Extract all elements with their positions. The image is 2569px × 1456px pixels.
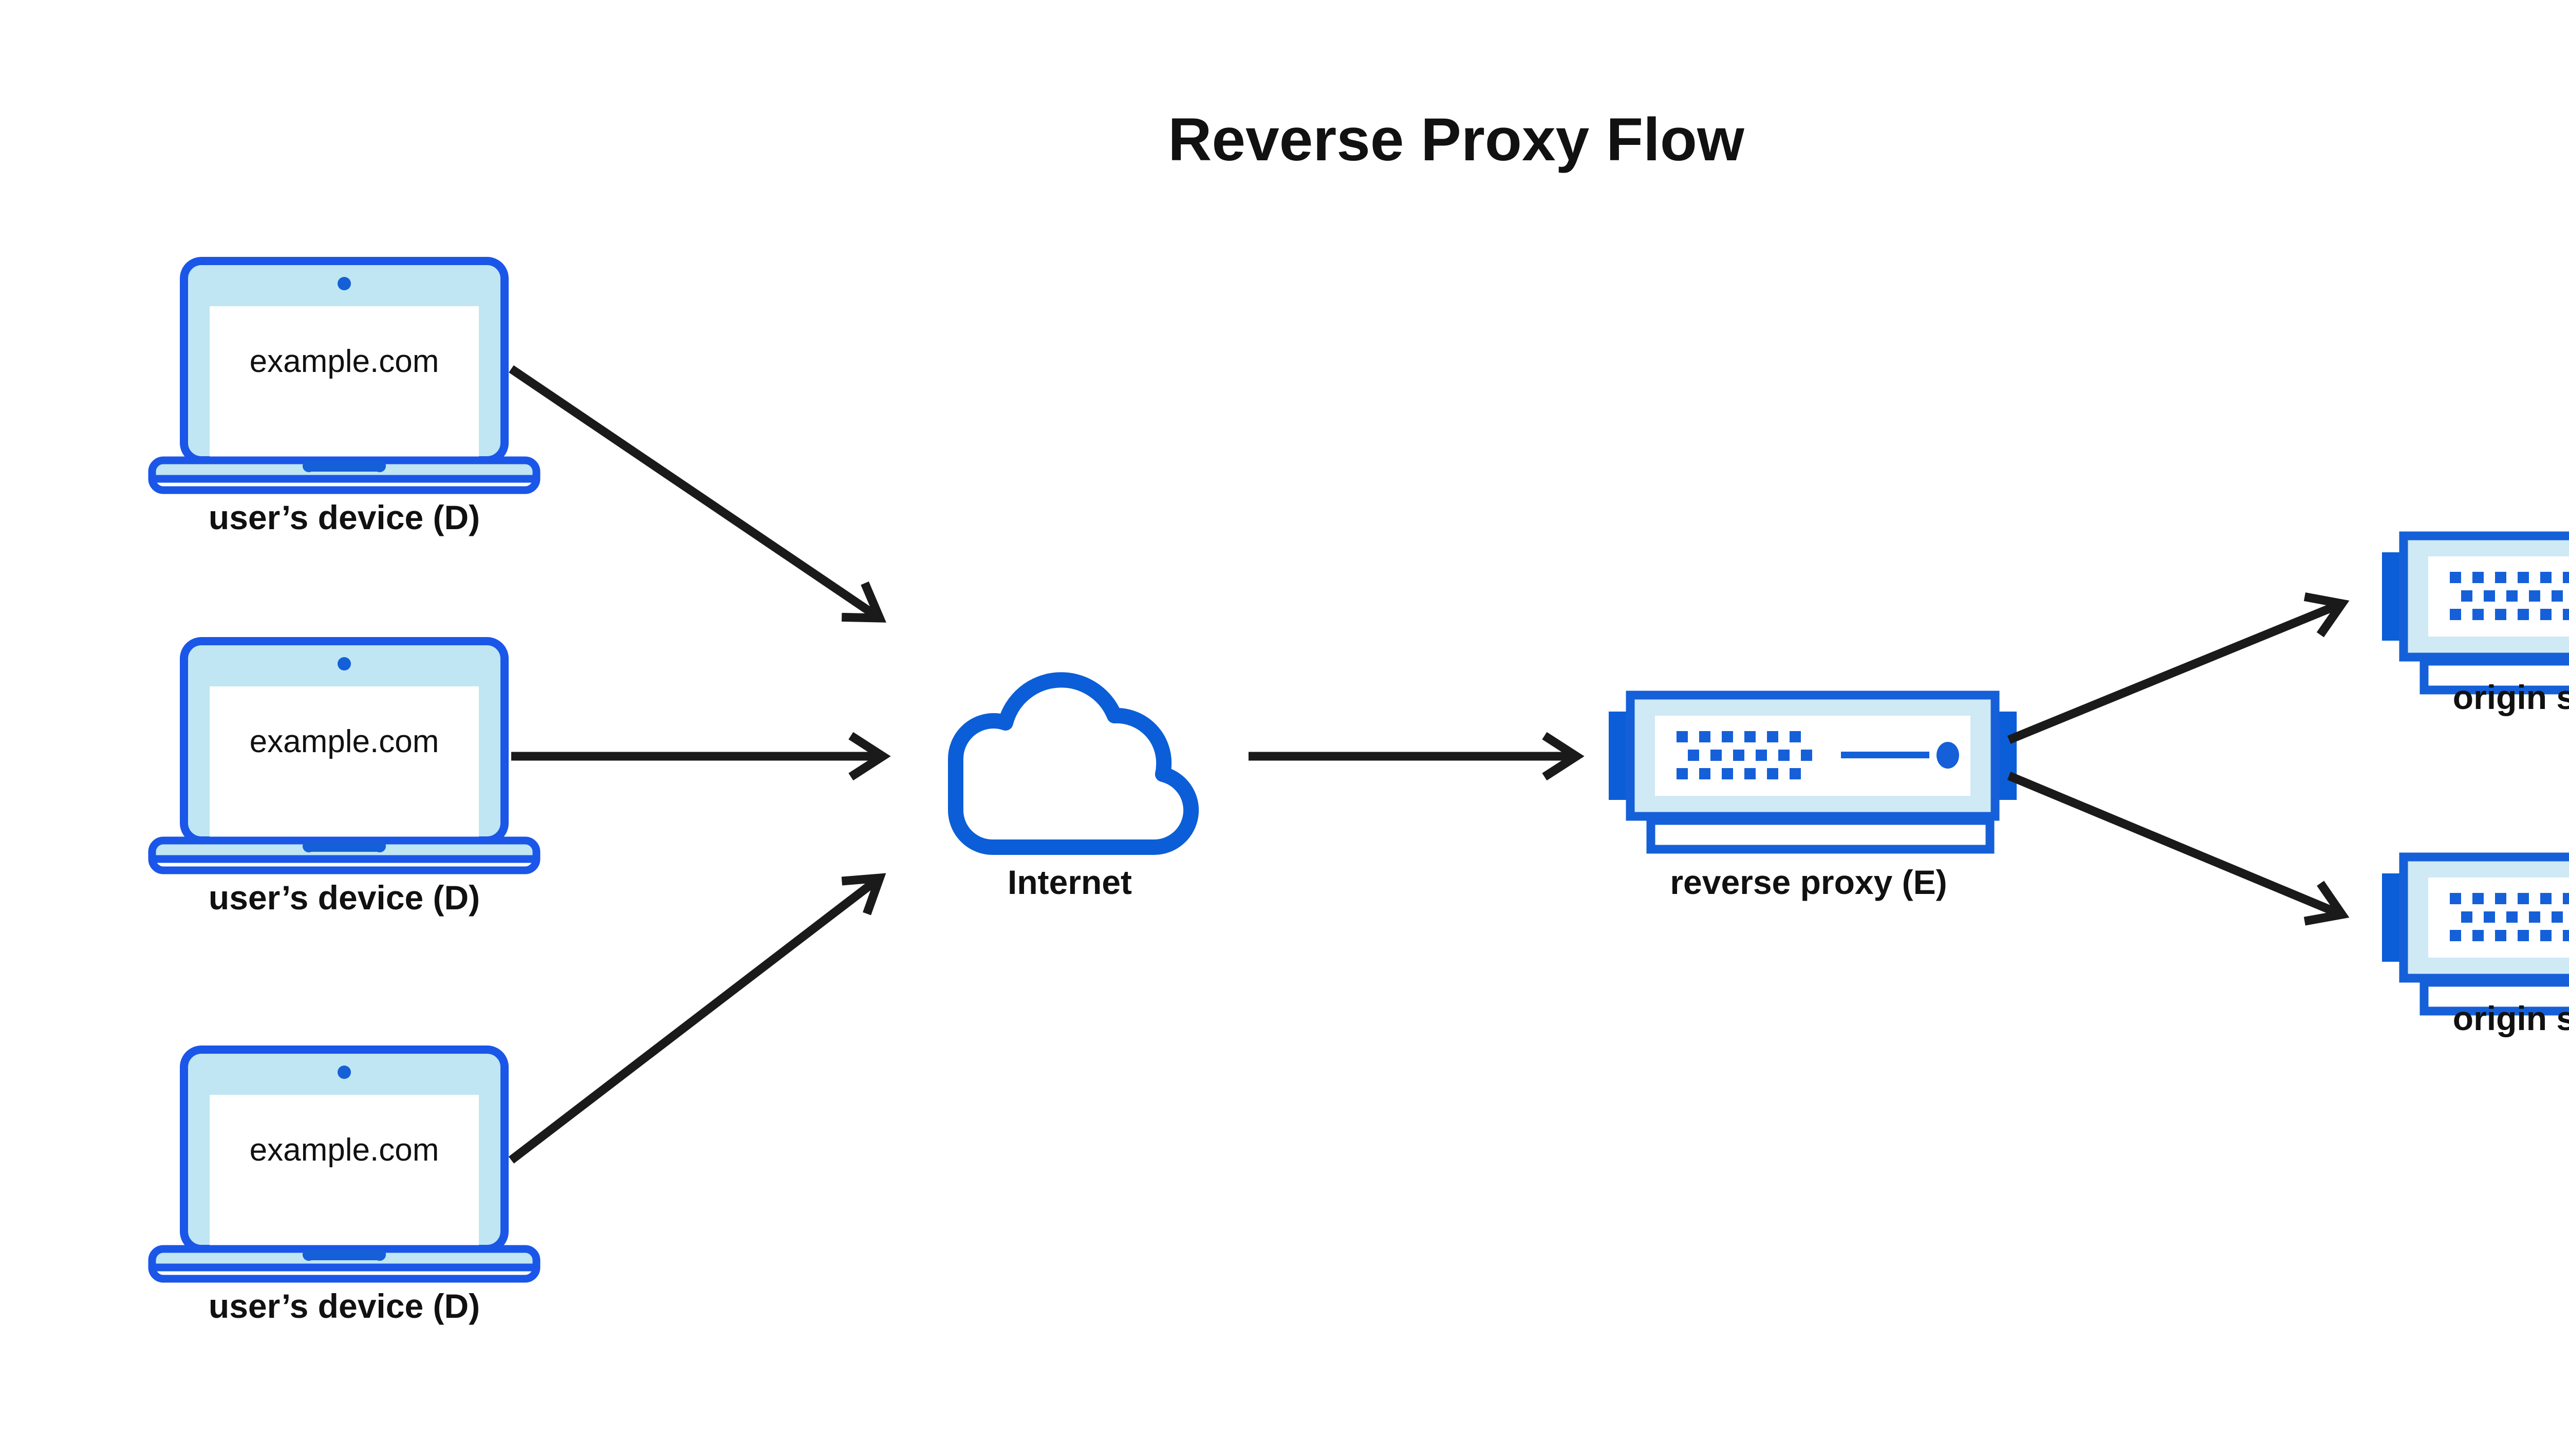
node-client-middle[interactable]: example.com user’s device (D)	[152, 641, 536, 917]
server-icon	[2382, 536, 2569, 690]
server-icon	[2382, 857, 2569, 1011]
origin-server-label: origin server (F)	[2453, 678, 2569, 716]
reverse-proxy-label: reverse proxy (E)	[1670, 863, 1947, 901]
edge-internet-to-proxy	[1249, 736, 1576, 777]
edge-client-top-to-internet	[509, 365, 891, 635]
origin-server-label: origin server (F)	[2453, 999, 2569, 1037]
edge-proxy-to-origin-bottom	[2007, 772, 2350, 934]
client-label: user’s device (D)	[209, 498, 480, 536]
node-origin-top[interactable]: origin server (F)	[2382, 536, 2569, 716]
page-title: Reverse Proxy Flow	[1168, 106, 1745, 174]
node-origin-bottom[interactable]: origin server (F)	[2382, 857, 2569, 1037]
client-screen-text: example.com	[250, 724, 439, 759]
cloud-icon	[956, 680, 1191, 847]
client-label: user’s device (D)	[209, 1287, 480, 1325]
client-screen-text: example.com	[250, 1132, 439, 1168]
client-screen-text: example.com	[250, 344, 439, 379]
node-internet[interactable]: Internet	[956, 680, 1191, 901]
server-icon	[1609, 695, 2017, 849]
edge-client-bottom-to-internet	[508, 862, 892, 1164]
edge-proxy-to-origin-top	[2007, 585, 2350, 744]
node-client-top[interactable]: example.com user’s device (D)	[152, 261, 536, 536]
internet-label: Internet	[1008, 863, 1132, 901]
node-reverse-proxy[interactable]: reverse proxy (E)	[1609, 695, 2017, 901]
node-client-bottom[interactable]: example.com user’s device (D)	[152, 1050, 536, 1325]
edge-client-middle-to-internet	[511, 736, 883, 777]
client-label: user’s device (D)	[209, 879, 480, 917]
